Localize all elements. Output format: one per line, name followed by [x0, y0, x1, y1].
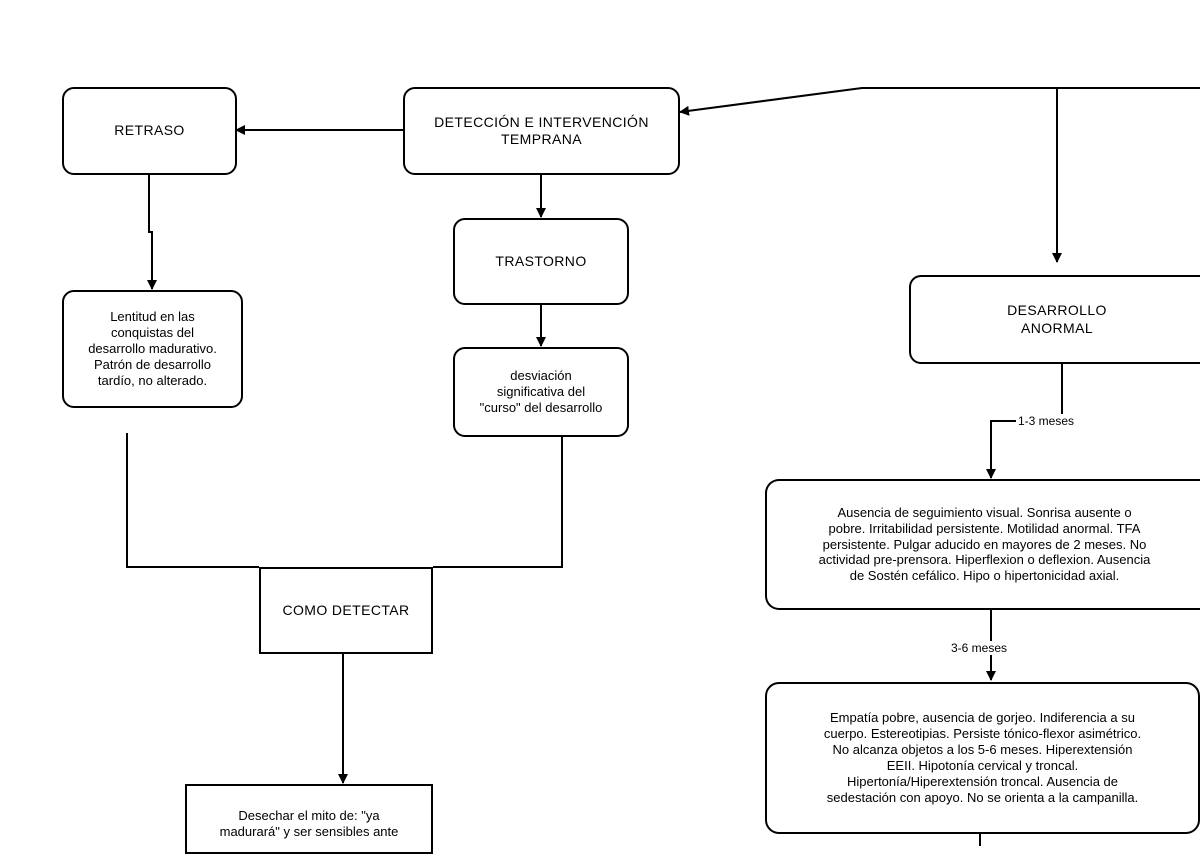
node-signos-1-3-meses: Ausencia de seguimiento visual. Sonrisa …: [765, 479, 1200, 610]
node-lentitud-label: Lentitud en las conquistas del desarroll…: [88, 309, 217, 388]
node-deteccion: DETECCIÓN E INTERVENCIÓN TEMPRANA: [403, 87, 680, 175]
edge-external-to-deteccion: [679, 87, 1200, 116]
node-desechar: Desechar el mito de: "ya madurará" y ser…: [185, 784, 433, 854]
node-retraso-label: RETRASO: [114, 122, 185, 139]
node-lentitud: Lentitud en las conquistas del desarroll…: [62, 290, 243, 408]
node-desviacion: desviación significativa del "curso" del…: [453, 347, 629, 437]
node-retraso: RETRASO: [62, 87, 237, 175]
node-desviacion-label: desviación significativa del "curso" del…: [479, 368, 603, 415]
node-desarrollo-anormal-label: DESARROLLO ANORMAL: [1007, 302, 1107, 336]
node-signos-3-6-label: Empatía pobre, ausencia de gorjeo. Indif…: [823, 710, 1142, 805]
node-desechar-label: Desechar el mito de: "ya madurará" y ser…: [219, 808, 399, 839]
edge-retraso-lentitud: [147, 175, 157, 290]
node-desarrollo-anormal: DESARROLLO ANORMAL: [909, 275, 1200, 364]
node-signos-1-3-label: Ausencia de seguimiento visual. Sonrisa …: [818, 504, 1151, 584]
node-como-detectar-label: COMO DETECTAR: [282, 601, 410, 618]
node-deteccion-label: DETECCIÓN E INTERVENCIÓN TEMPRANA: [434, 113, 649, 147]
edge-label-3-6-meses: 3-6 meses: [949, 641, 1010, 655]
edge-merge-right: [433, 437, 563, 568]
edge-label-1-3-meses: 1-3 meses: [1016, 414, 1077, 428]
edge-merge-left: [126, 433, 259, 568]
node-como-detectar: COMO DETECTAR: [259, 567, 433, 654]
node-trastorno: TRASTORNO: [453, 218, 629, 305]
node-signos-3-6-meses: Empatía pobre, ausencia de gorjeo. Indif…: [765, 682, 1200, 834]
node-trastorno-label: TRASTORNO: [495, 252, 587, 269]
